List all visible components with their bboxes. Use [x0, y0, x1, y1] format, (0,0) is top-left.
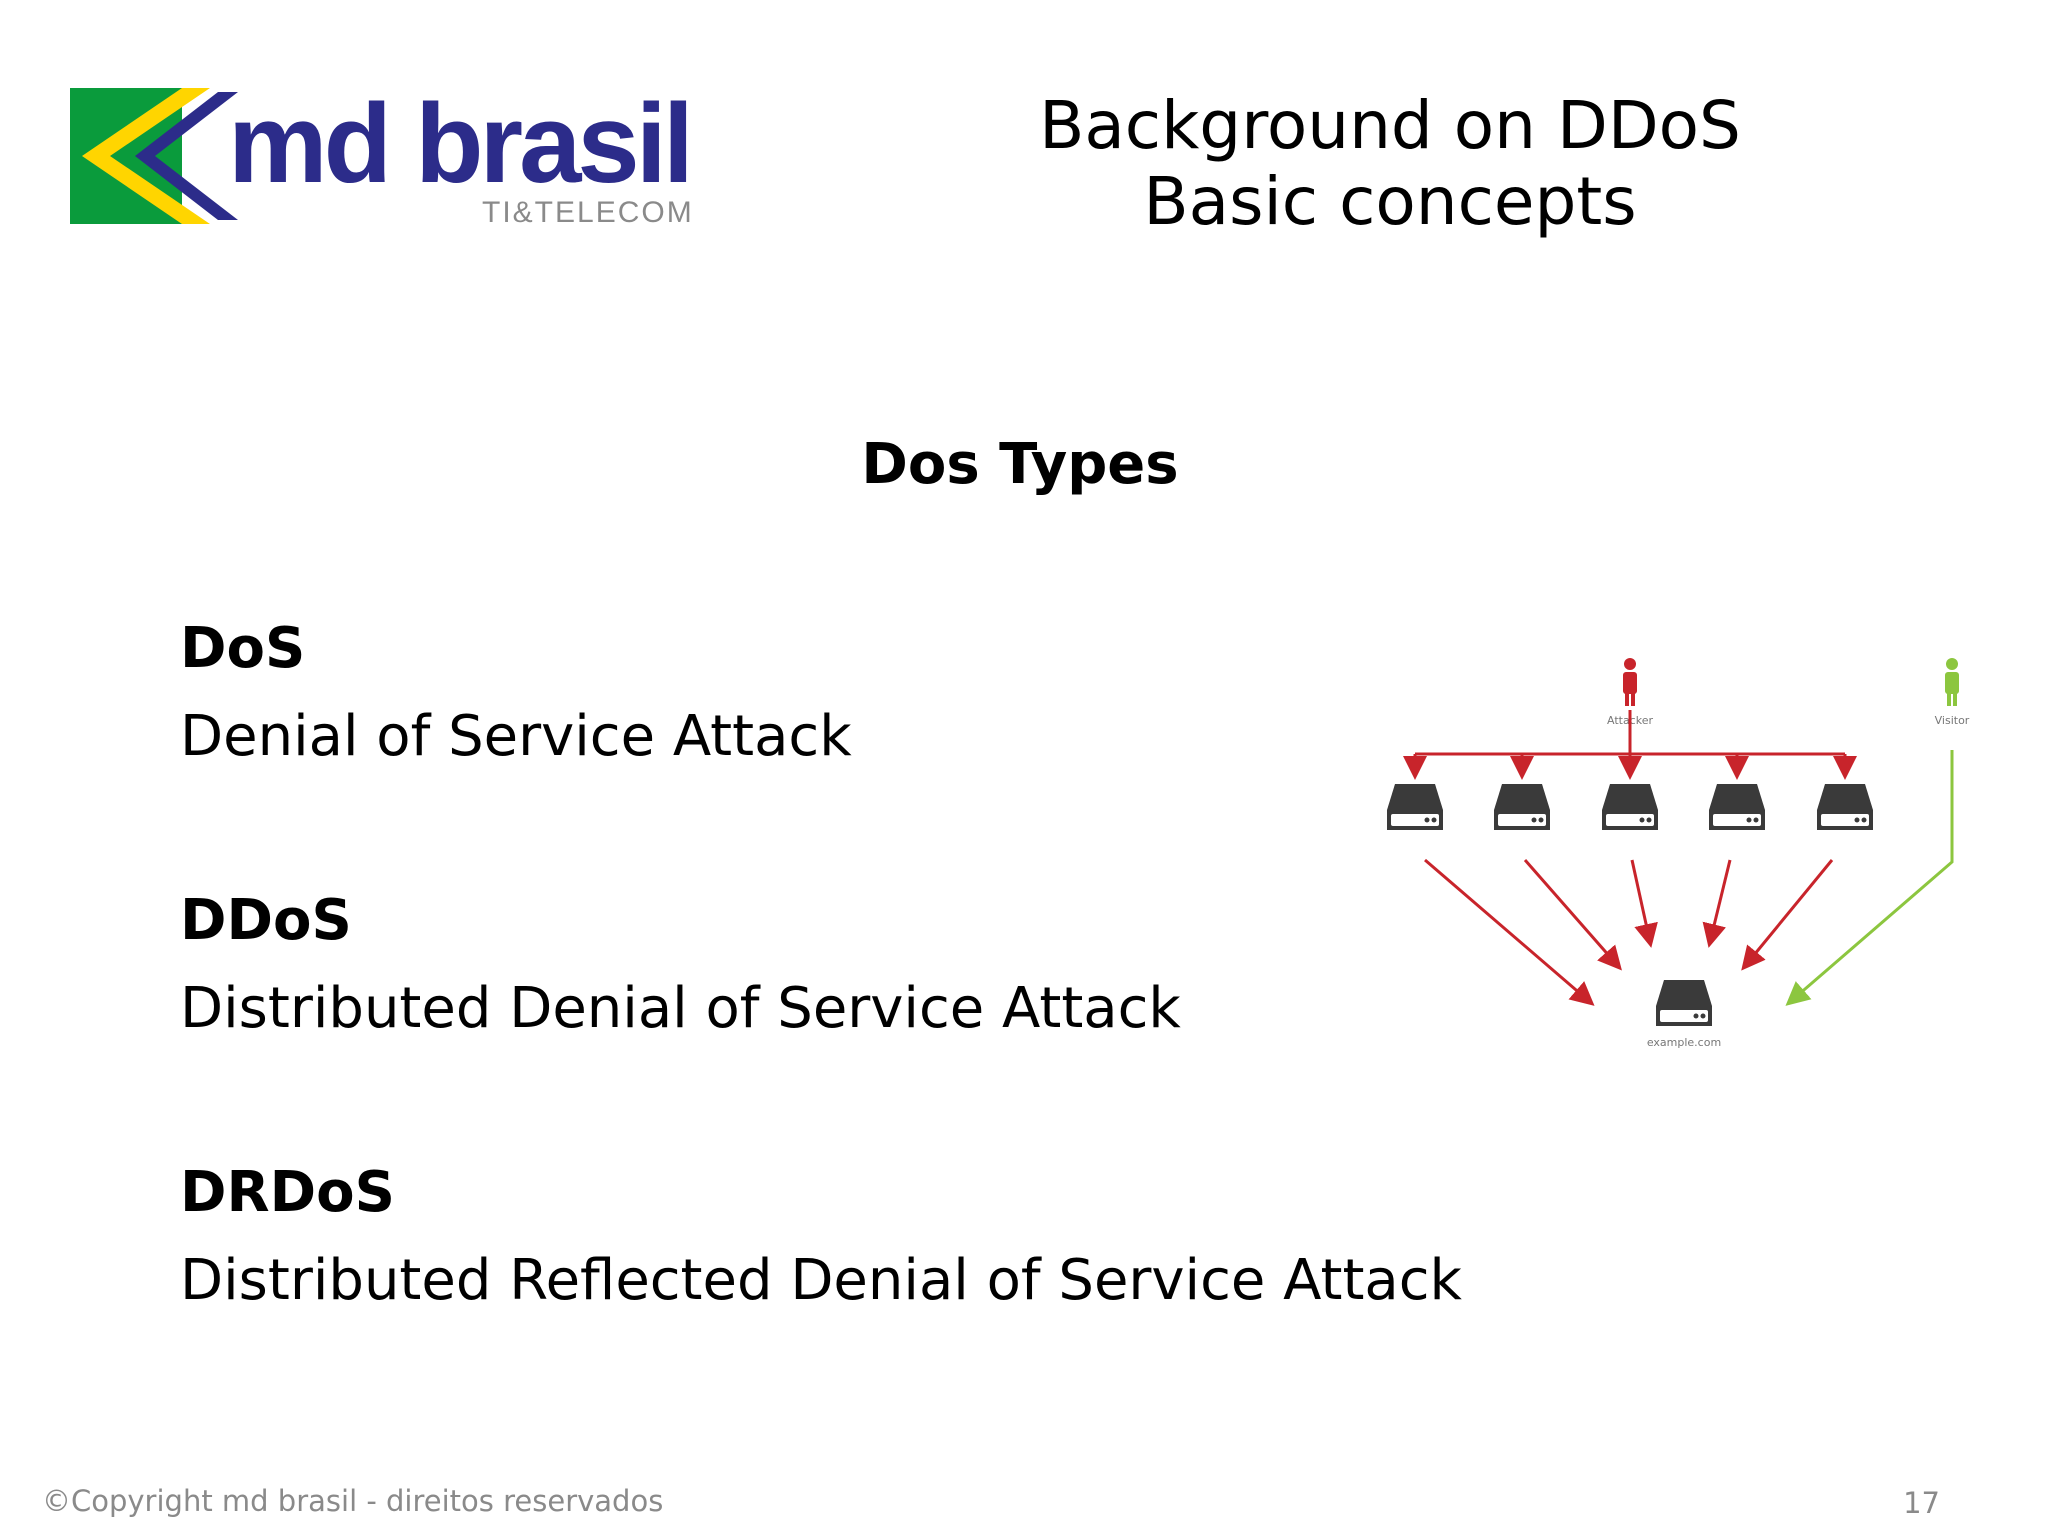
svg-text:md brasil: md brasil — [228, 82, 690, 206]
term-drdos: DRDoS — [180, 1160, 395, 1225]
bot-server-icon — [1494, 784, 1550, 830]
title-line-2: Basic concepts — [1143, 163, 1637, 240]
definition-dos: Denial of Service Attack — [180, 704, 852, 769]
bot-server-icon — [1387, 784, 1443, 830]
bot-server-icon — [1709, 784, 1765, 830]
attacker-icon — [1623, 658, 1637, 706]
definition-ddos: Distributed Denial of Service Attack — [180, 976, 1181, 1041]
target-label: example.com — [1647, 1036, 1721, 1049]
md-brasil-logo: md brasil TI&TELECOM — [70, 82, 694, 229]
visitor-request-arrow — [1785, 750, 1954, 1006]
visitor-label: Visitor — [1935, 714, 1970, 727]
attacker-command-lines — [1403, 710, 1857, 780]
section-heading: Dos Types — [861, 432, 1179, 497]
term-dos: DoS — [180, 616, 306, 681]
title-line-1: Background on DDoS — [1039, 87, 1741, 164]
logo-yellow-chevron — [82, 88, 210, 224]
slide-title: Background on DDoS Basic concepts — [940, 88, 1840, 240]
bot-server-icon — [1602, 784, 1658, 830]
page-number: 17 — [1903, 1486, 1940, 1520]
bot-server-icon — [1817, 784, 1873, 830]
attack-arrows — [1424, 858, 1834, 1006]
logo-blue-chevron — [135, 92, 238, 220]
ddos-diagram: Attacker Visitor — [1387, 658, 1970, 1049]
visitor-icon — [1945, 658, 1959, 706]
definition-drdos: Distributed Reflected Denial of Service … — [180, 1248, 1462, 1313]
copyright-text: ©Copyright md brasil - direitos reservad… — [42, 1484, 664, 1518]
target-server-icon — [1656, 980, 1712, 1026]
term-ddos: DDoS — [180, 888, 352, 953]
svg-text:TI&TELECOM: TI&TELECOM — [482, 196, 694, 229]
